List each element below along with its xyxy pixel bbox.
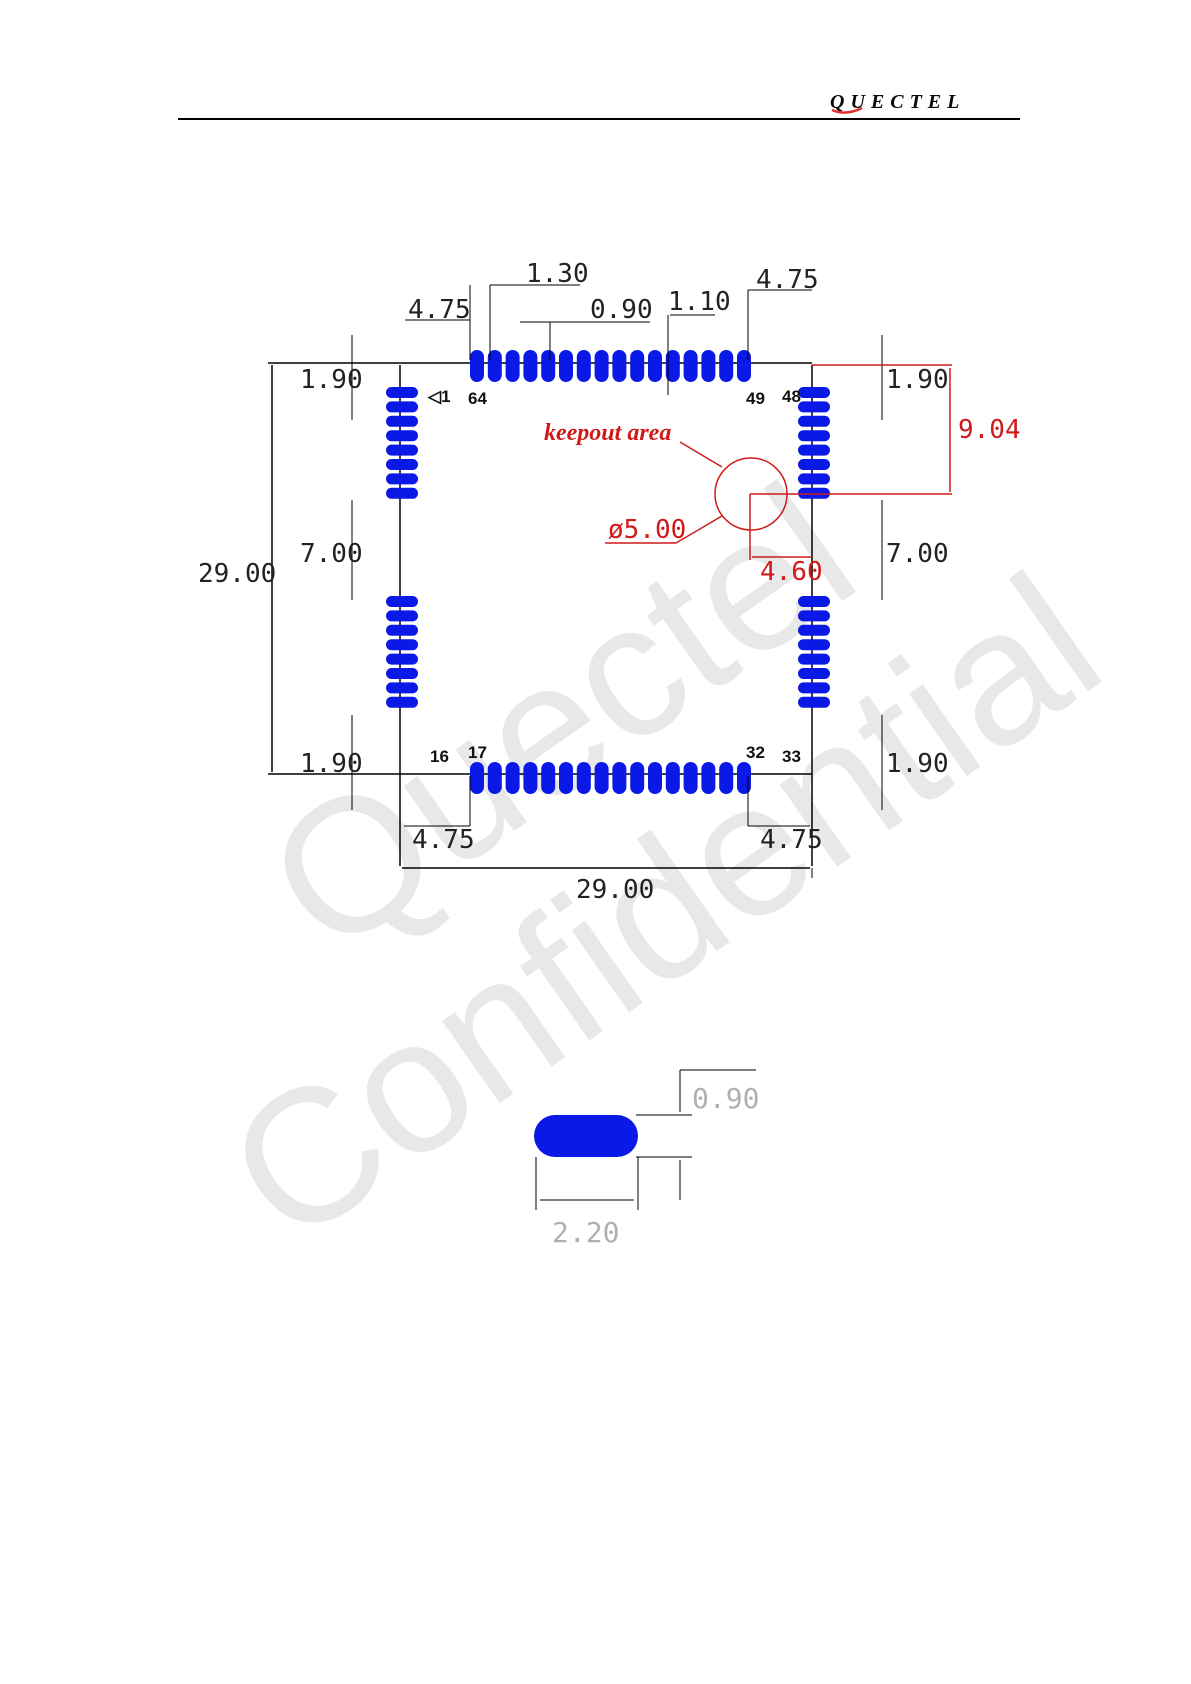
pad-left — [386, 387, 418, 398]
pad-bottom — [541, 762, 555, 794]
pad-left — [386, 682, 418, 693]
dim-right-gap: 7.00 — [886, 539, 949, 569]
pad-bottom — [684, 762, 698, 794]
pad-top — [719, 350, 733, 382]
pad-detail-height: 0.90 — [692, 1082, 759, 1115]
pad-bottom — [595, 762, 609, 794]
pad-top — [630, 350, 644, 382]
pad-left — [386, 654, 418, 665]
pad-bottom — [470, 762, 484, 794]
pad-left — [386, 668, 418, 679]
pad-bottom — [666, 762, 680, 794]
dim-pad-pitch-outer: 1.30 — [526, 259, 589, 289]
pad-right — [798, 387, 830, 398]
pad-left — [386, 445, 418, 456]
pad-detail-length: 2.20 — [552, 1216, 619, 1249]
pad-right — [798, 625, 830, 636]
pin-1-label: ◁1 — [427, 387, 451, 406]
pad-top — [559, 350, 573, 382]
pad-bottom — [523, 762, 537, 794]
pad-top — [612, 350, 626, 382]
pad-right — [798, 697, 830, 708]
pad-right — [798, 596, 830, 607]
pad-bottom — [719, 762, 733, 794]
dim-left-top-margin: 1.90 — [300, 365, 363, 395]
dim-keepout-vertical: 9.04 — [958, 415, 1021, 445]
pin-49-label: 49 — [746, 389, 765, 408]
pad-right — [798, 459, 830, 470]
dim-top-left-offset: 4.75 — [408, 295, 471, 325]
pad-bottom — [612, 762, 626, 794]
pad-bottom — [648, 762, 662, 794]
pad-left — [386, 639, 418, 650]
pad-top — [648, 350, 662, 382]
pad-left — [386, 625, 418, 636]
pad-right — [798, 654, 830, 665]
pad-top — [506, 350, 520, 382]
dim-keepout-diameter: ø5.00 — [608, 515, 686, 545]
dim-width-total: 29.00 — [576, 875, 654, 905]
pad-right — [798, 473, 830, 484]
pad-left — [386, 610, 418, 621]
pad-top — [737, 350, 751, 382]
pad-top — [470, 350, 484, 382]
dim-left-bottom-margin: 1.90 — [300, 749, 363, 779]
dim-right-top-margin: 1.90 — [886, 365, 949, 395]
pad-bottom — [559, 762, 573, 794]
pad-left — [386, 697, 418, 708]
pad-bottom — [506, 762, 520, 794]
dim-right-bottom-margin: 1.90 — [886, 749, 949, 779]
pad-top — [541, 350, 555, 382]
pad-bottom — [630, 762, 644, 794]
dim-height-total: 29.00 — [198, 559, 276, 589]
dim-pad-gap: 1.10 — [668, 287, 731, 317]
pad-right — [798, 610, 830, 621]
dim-keepout-horizontal: 4.60 — [760, 557, 823, 587]
pad-top — [684, 350, 698, 382]
pad-left — [386, 430, 418, 441]
pad-left — [386, 401, 418, 412]
pad-right — [798, 401, 830, 412]
dim-bottom-left-offset: 4.75 — [412, 825, 475, 855]
pad-bottom — [737, 762, 751, 794]
pad-bottom — [488, 762, 502, 794]
dim-top-right-offset: 4.75 — [756, 265, 819, 295]
pad-detail-shape — [534, 1115, 638, 1157]
pad-left — [386, 596, 418, 607]
pad-left — [386, 473, 418, 484]
pin-64-label: 64 — [468, 389, 487, 408]
pad-top — [595, 350, 609, 382]
pad-bottom — [701, 762, 715, 794]
pin-17-label: 17 — [468, 743, 487, 762]
pad-left — [386, 416, 418, 427]
pin-33-label: 33 — [782, 747, 801, 766]
keepout-label: keepout area — [544, 420, 671, 446]
pad-top — [701, 350, 715, 382]
pin-32-label: 32 — [746, 743, 765, 762]
pin-48-label: 48 — [782, 387, 801, 406]
dim-left-gap: 7.00 — [300, 539, 363, 569]
pad-bottom — [577, 762, 591, 794]
pad-right — [798, 639, 830, 650]
pad-right — [798, 416, 830, 427]
pad-left — [386, 459, 418, 470]
watermark: Quectel Confidential — [192, 444, 1136, 1283]
pad-left — [386, 488, 418, 499]
pad-top — [523, 350, 537, 382]
pad-right — [798, 668, 830, 679]
pad-right — [798, 430, 830, 441]
dim-bottom-right-offset: 4.75 — [760, 825, 823, 855]
pin-16-label: 16 — [430, 747, 449, 766]
pad-right — [798, 682, 830, 693]
dim-pad-width: 0.90 — [590, 295, 653, 325]
pad-right — [798, 445, 830, 456]
pad-top — [577, 350, 591, 382]
